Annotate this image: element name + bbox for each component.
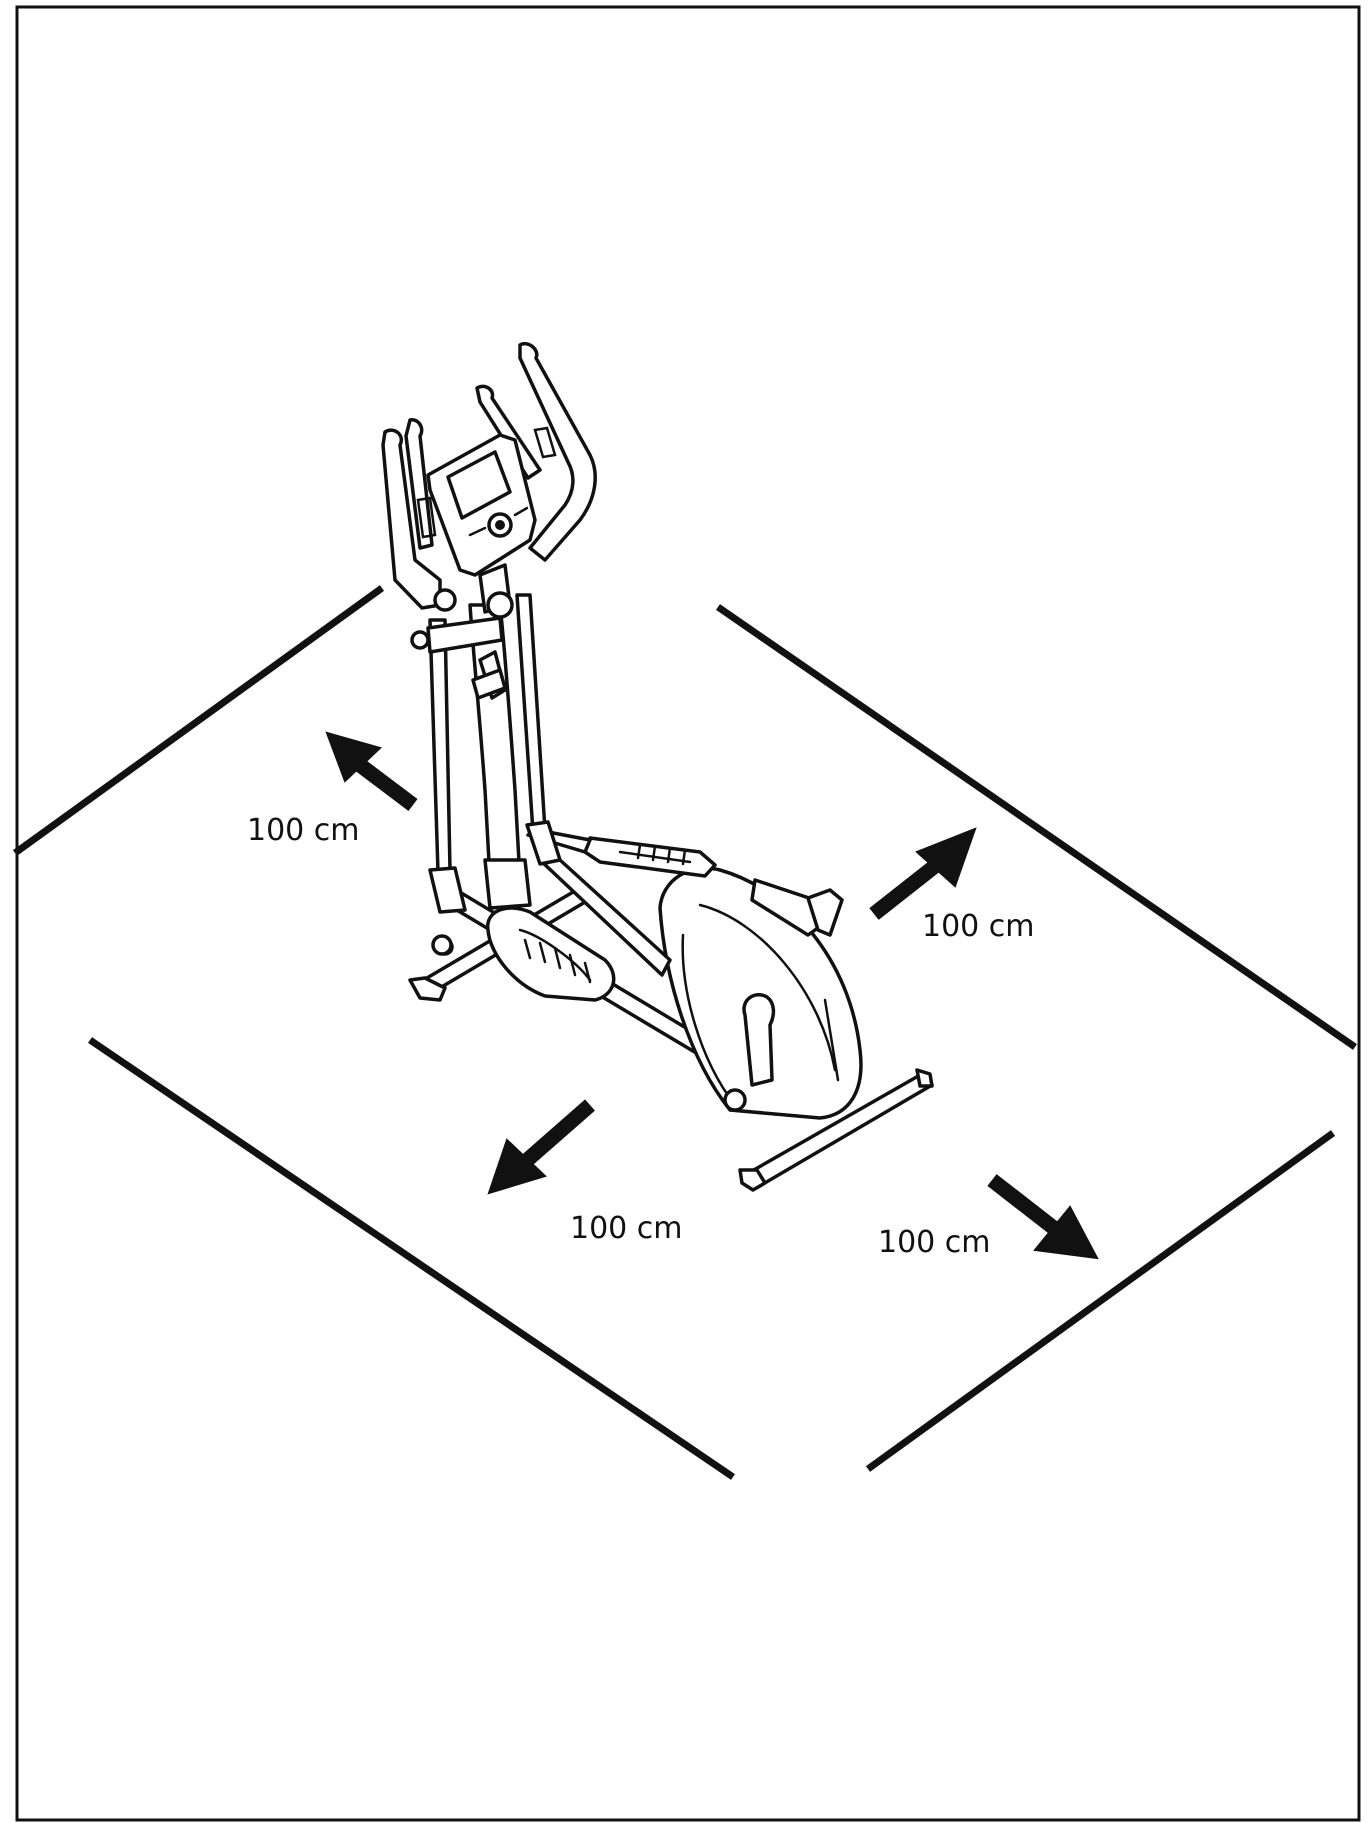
page-frame	[15, 5, 1361, 1822]
boundary-line-back-left	[12, 585, 385, 856]
arrow-front-left-icon	[487, 1099, 595, 1195]
clearance-arrows	[325, 731, 1099, 1260]
boundary-line-front-right	[865, 1130, 1336, 1472]
arrow-front-right-icon	[987, 1174, 1099, 1260]
label-front-left: 100 cm	[570, 1211, 683, 1246]
boundary-line-front-left	[88, 1037, 735, 1480]
elliptical-trainer-icon	[381, 342, 934, 1192]
arrow-back-left-icon	[325, 731, 418, 811]
label-back-right: 100 cm	[922, 909, 1035, 944]
label-front-right: 100 cm	[878, 1225, 991, 1260]
label-back-left: 100 cm	[247, 813, 360, 848]
arrow-back-right-icon	[869, 827, 977, 920]
clearance-boundary	[12, 585, 1357, 1480]
clearance-labels: 100 cm 100 cm 100 cm 100 cm	[247, 813, 1035, 1260]
boundary-line-back-right	[716, 604, 1357, 1050]
